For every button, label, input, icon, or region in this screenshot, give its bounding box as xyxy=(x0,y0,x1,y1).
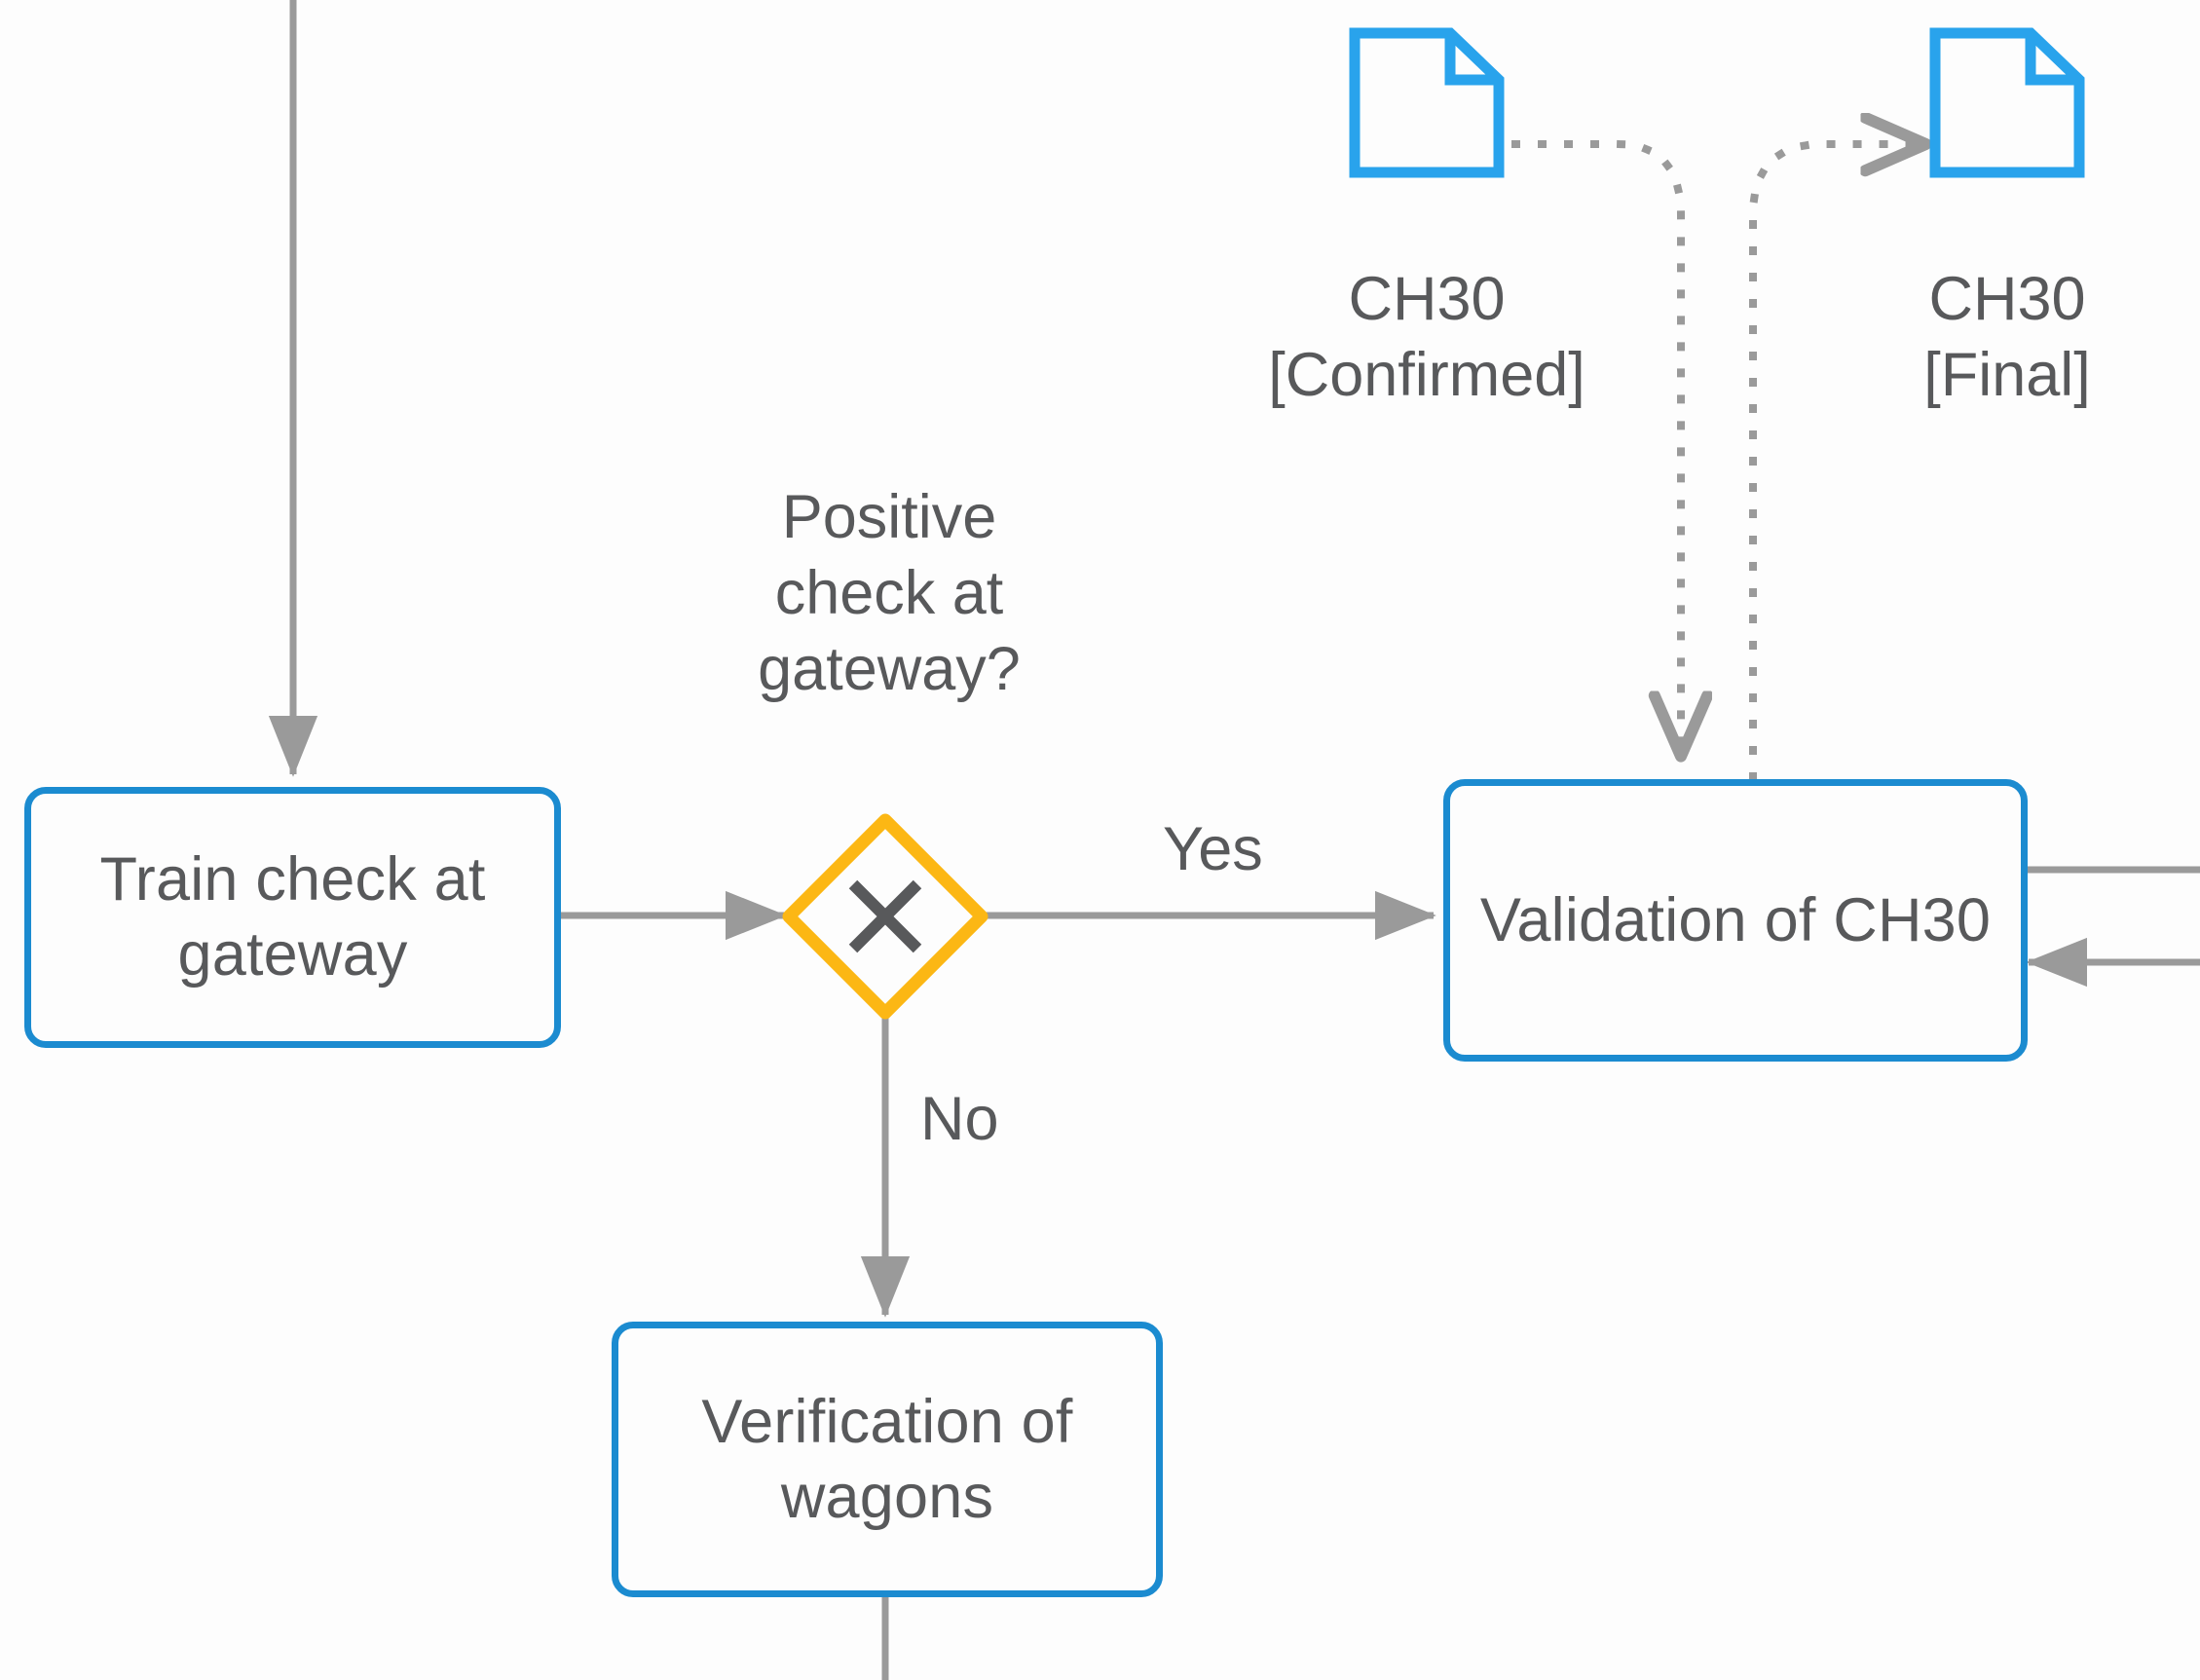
task-label: Train check at gateway xyxy=(99,845,486,989)
data-object-ch30-final[interactable] xyxy=(1929,27,2085,178)
gateway-exclusive-x-icon xyxy=(848,879,922,953)
document-icon xyxy=(1349,27,1505,178)
task-validation-of-ch30[interactable]: Validation of CH30 xyxy=(1443,779,2028,1062)
task-label: Validation of CH30 xyxy=(1479,885,1992,954)
data-object-label-ch30-final: CH30 [Final] xyxy=(1923,265,2091,410)
document-icon xyxy=(1929,27,2085,178)
gateway-positive-check-at-gateway[interactable] xyxy=(779,810,991,1023)
task-verification-of-wagons[interactable]: Verification of wagons xyxy=(612,1322,1163,1597)
assoc-validation-to-final xyxy=(1749,144,1924,781)
sequence-flow-label-yes: Yes xyxy=(1163,815,1263,883)
task-train-check-at-gateway[interactable]: Train check at gateway xyxy=(24,787,561,1048)
sequence-flow-label-no: No xyxy=(920,1085,999,1153)
assoc-confirmed-to-validation xyxy=(1511,140,1681,755)
gateway-label-positive-check: Positive check at gateway? xyxy=(758,483,1021,704)
task-label: Verification of wagons xyxy=(701,1387,1073,1531)
data-object-ch30-confirmed[interactable] xyxy=(1349,27,1505,178)
data-object-label-ch30-confirmed: CH30 [Confirmed] xyxy=(1268,265,1585,410)
